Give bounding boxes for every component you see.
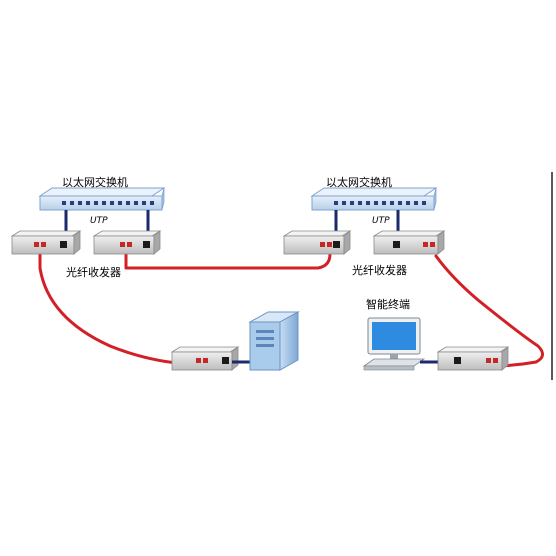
fiber-transceiver-icon bbox=[372, 230, 446, 255]
terminal-label: 智能终端 bbox=[366, 297, 410, 311]
ethernet-switch-icon bbox=[310, 187, 438, 211]
fiber-links bbox=[38, 250, 544, 368]
server-tower-icon bbox=[248, 311, 300, 371]
utp-left-label: UTP bbox=[90, 216, 108, 226]
fiber-transceiver-icon bbox=[170, 346, 240, 371]
fiber-transceiver-icon bbox=[282, 230, 352, 255]
switch-left-label: 以太网交换机 bbox=[62, 175, 128, 189]
fiber-link-right-to-terminal bbox=[434, 254, 544, 368]
transceiver-label: 光纤收发器 bbox=[352, 263, 407, 277]
utp-right-label: UTP bbox=[372, 216, 390, 226]
switch-right-label: 以太网交换机 bbox=[326, 175, 392, 189]
fiber-transceiver-icon bbox=[436, 346, 510, 371]
monitor-icon bbox=[367, 317, 421, 359]
transceiver-label: 光纤收发器 bbox=[66, 265, 121, 279]
keyboard-icon bbox=[362, 358, 426, 371]
ethernet-switch-icon bbox=[38, 187, 166, 211]
fiber-link-middle bbox=[124, 250, 332, 270]
fiber-link-left-to-server bbox=[38, 250, 192, 366]
fiber-transceiver-icon bbox=[10, 230, 82, 255]
fiber-transceiver-icon bbox=[92, 230, 162, 255]
